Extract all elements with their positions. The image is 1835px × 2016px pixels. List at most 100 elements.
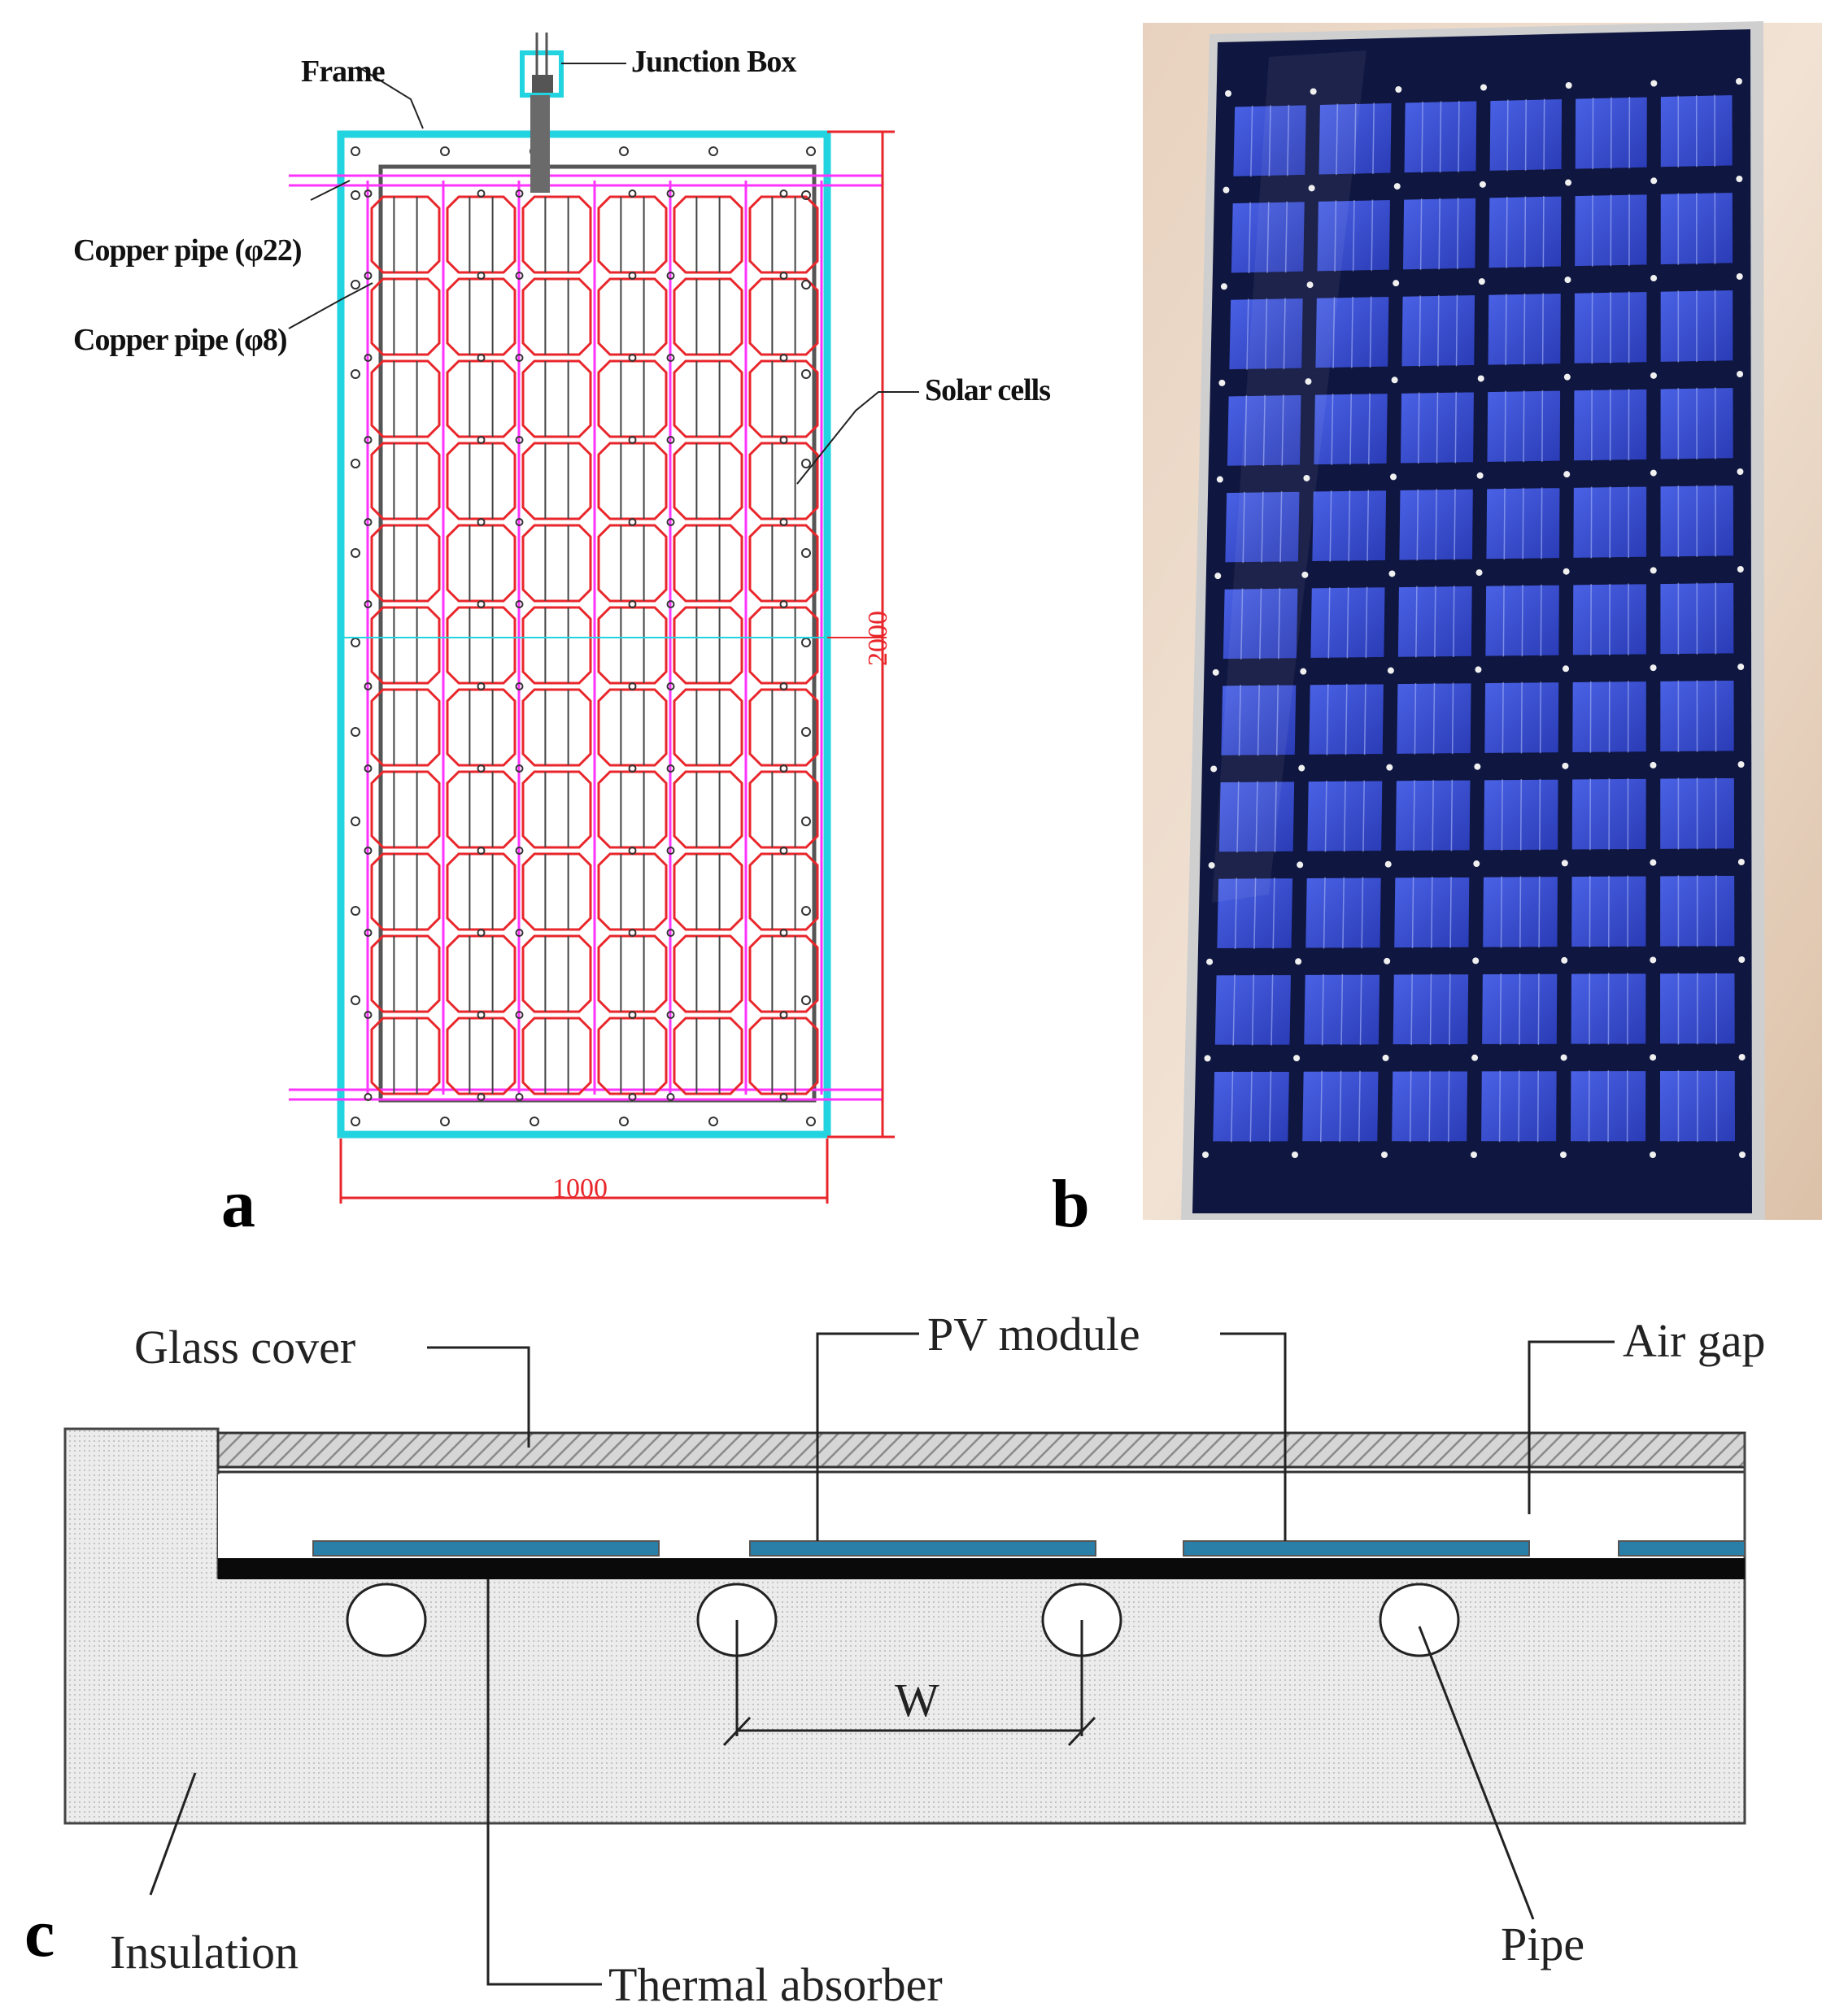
schematic-cell: [446, 688, 517, 767]
bolt-hole: [806, 146, 816, 156]
bolt-hole: [708, 146, 718, 156]
schematic-cell: [597, 442, 668, 520]
dimension-lines: [339, 130, 895, 1204]
bolt-hole: [801, 459, 811, 468]
pipe-1: [346, 1583, 427, 1657]
panel-c-leaders: [149, 1332, 1615, 1986]
pv-module-3: [1183, 1540, 1530, 1557]
schematic-cell: [748, 606, 819, 685]
schematic-cell: [521, 195, 592, 274]
schematic-cell: [748, 934, 819, 1013]
label-solar-cells: Solar cells: [925, 373, 1050, 407]
bolt-hole: [801, 727, 811, 737]
pipe-4: [1379, 1583, 1460, 1657]
schematic-cell: [748, 359, 819, 438]
bolt-hole: [351, 995, 360, 1005]
schematic-cell: [673, 359, 743, 438]
schematic-cell: [446, 195, 517, 274]
schematic-cell: [748, 442, 819, 520]
schematic-cell: [748, 688, 819, 767]
schematic-cell: [748, 277, 819, 356]
schematic-cell: [673, 524, 743, 603]
bolt-hole: [440, 1117, 450, 1126]
bolt-hole: [530, 1117, 539, 1126]
schematic-cell: [370, 934, 441, 1013]
pv-module-1: [312, 1540, 660, 1557]
bolt-hole: [801, 638, 811, 647]
panel-letter-a: a: [221, 1166, 255, 1242]
schematic-cell: [748, 524, 819, 603]
schematic-cell: [597, 524, 668, 603]
label-junction-box: Junction Box: [631, 45, 796, 79]
schematic-cell: [673, 1017, 743, 1095]
label-pipe: Pipe: [1501, 1918, 1584, 1970]
label-copper-pipe-8: Copper pipe (φ8): [73, 323, 286, 357]
bolt-hole: [801, 190, 811, 200]
bolt-hole: [801, 369, 811, 379]
bolt-hole: [806, 1117, 816, 1126]
schematic-cell: [370, 442, 441, 520]
label-insulation: Insulation: [110, 1926, 299, 1979]
w-dimension: [722, 1620, 1096, 1747]
schematic-cell: [521, 1017, 592, 1095]
schematic-cell: [446, 442, 517, 520]
panel-b: b: [1052, 21, 1822, 1242]
schematic-cell: [521, 524, 592, 603]
schematic-cell: [446, 359, 517, 438]
label-copper-pipe-22: Copper pipe (φ22): [73, 233, 301, 268]
panel-letter-b: b: [1052, 1166, 1090, 1242]
glass-reflection: [1212, 50, 1366, 903]
schematic-cell: [446, 277, 517, 356]
schematic-cell: [673, 934, 743, 1013]
schematic-cell: [521, 606, 592, 685]
junction-cable: [530, 95, 550, 193]
schematic-cell: [370, 688, 441, 767]
schematic-cell: [521, 359, 592, 438]
bolt-hole: [801, 548, 811, 558]
schematic-cell: [370, 606, 441, 685]
schematic-cell: [673, 277, 743, 356]
label-thermal-absorber: Thermal absorber: [608, 1958, 943, 2011]
schematic-cell: [597, 688, 668, 767]
schematic-cell: [597, 277, 668, 356]
panel-a-callouts: [288, 63, 919, 485]
bolt-hole: [801, 995, 811, 1005]
photo-cell-grid: [1202, 78, 1746, 1158]
schematic-cell: [673, 688, 743, 767]
label-w: W: [895, 1674, 939, 1726]
bolt-hole: [351, 816, 360, 826]
bolt-hole: [801, 280, 811, 290]
schematic-cell: [673, 770, 743, 849]
pv-module-4: [1618, 1540, 1746, 1557]
bolt-hole: [351, 727, 360, 737]
bolt-hole: [351, 190, 360, 200]
schematic-cell: [597, 606, 668, 685]
bolt-hole: [801, 816, 811, 826]
schematic-cell: [370, 770, 441, 849]
schematic-cell: [521, 852, 592, 931]
label-frame: Frame: [301, 54, 385, 89]
schematic-cell: [521, 770, 592, 849]
schematic-cell: [446, 606, 517, 685]
schematic-cell: [370, 277, 441, 356]
schematic-cell: [370, 195, 441, 274]
schematic-cell: [370, 524, 441, 603]
bolt-hole: [619, 1117, 629, 1126]
dimension-width: 1000: [552, 1173, 608, 1204]
panel-a-drawing: 2000 1000: [289, 33, 895, 1204]
schematic-cell: [370, 852, 441, 931]
pv-module-2: [749, 1540, 1096, 1557]
schematic-cell: [446, 934, 517, 1013]
schematic-cell: [673, 852, 743, 931]
schematic-cell: [521, 442, 592, 520]
bolt-hole: [351, 369, 360, 379]
bolt-hole: [708, 1117, 718, 1126]
panel-letter-c: c: [24, 1896, 54, 1971]
solar-cell-grid: [364, 181, 823, 1101]
junction-box-body: [532, 75, 553, 93]
schematic-cell: [748, 1017, 819, 1095]
label-glass-cover: Glass cover: [134, 1321, 355, 1374]
label-air-gap: Air gap: [1623, 1314, 1766, 1367]
schematic-cell: [446, 770, 517, 849]
